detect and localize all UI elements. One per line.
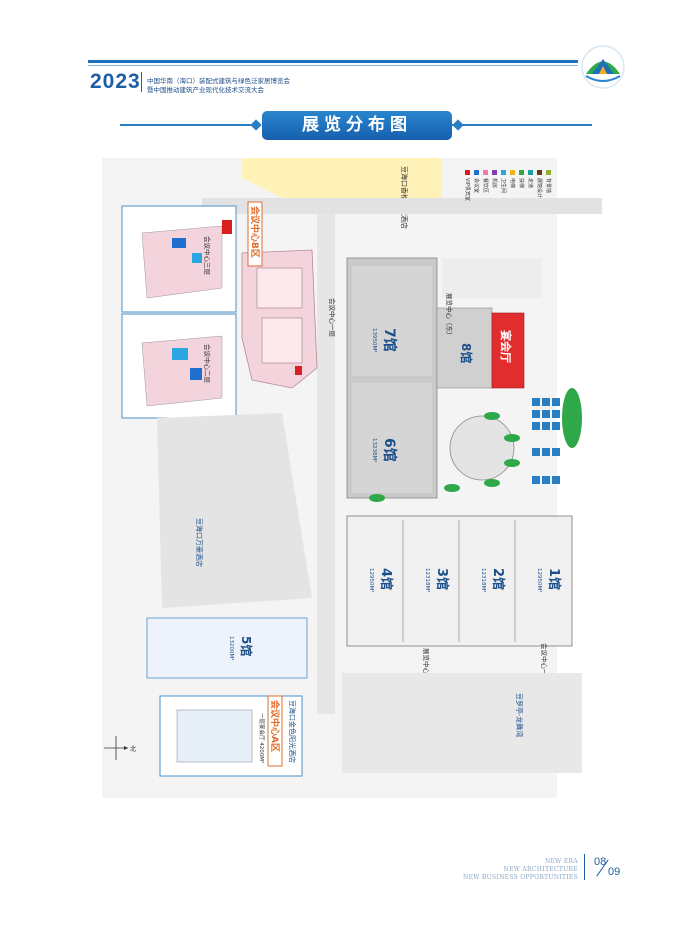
header-rule-thin [88,65,578,66]
legend-label: 扶梯 [518,178,525,188]
expo-logo-icon [581,45,625,89]
legend-swatch [492,170,497,175]
road-north [202,198,602,214]
compass-north-label: 北 [130,745,136,753]
expo-west-label: 展览中心（西） [422,648,431,694]
hall7-area: 13950M² [371,328,378,352]
hall7-label: 7馆 [381,328,398,352]
legend-swatch [501,170,506,175]
legend-label: 背景墙 [545,178,552,193]
hotel-xiangsheng-label: 豆海口香格里拉酒店 [400,166,409,229]
legend-swatch [474,170,479,175]
header-year: 2023 [90,70,141,93]
title-rule-right [452,124,592,126]
hotel-wanhao-label: 豆海口万豪酒店 [195,518,204,567]
legend-swatch [465,170,470,175]
page-title: 展览分布图 [262,111,452,140]
legend-swatch [519,170,524,175]
road-east [442,258,542,298]
legend-swatch [528,170,533,175]
hall5-floor [146,617,308,679]
banquet-label: 宴会厅 [499,330,513,363]
vip-marker [295,366,302,375]
legend-label: VIP贵宾室 [464,178,471,201]
outdoor-booths [532,398,560,484]
inset-floor3-label: 会议中心三层 [203,236,212,276]
meeting-b-label: 会议中心B区 [249,206,261,258]
hall4-label: 4馆 [378,568,394,590]
legend-label: 餐饮区 [482,178,489,193]
hall2-label: 2馆 [490,568,506,590]
plaza-label: 豆罗亭·龙舞湾 [515,693,524,737]
legend-swatch [483,170,488,175]
hall5-area: 13200M² [228,636,235,660]
road-center [317,214,335,714]
meeting-a-caption: 一层宴会厅 4200M² [258,713,266,763]
footer-slogan-2: NEW ARCHITECTURE [503,866,578,873]
header-rule [88,60,578,63]
header-subtitle-1: 中国华南（海口）装配式建筑与绿色泛家居博览会 [147,77,290,85]
hotel-jinse-label: 豆海口金色阳光酒店 [288,700,297,763]
hall1-label: 1馆 [546,568,562,590]
legend-swatch [510,170,515,175]
footer-separator [584,854,585,880]
hall6-area: 13238M² [371,438,378,462]
hall7-floor [352,266,432,376]
central-rotunda [449,415,515,481]
compass-icon: 北 [104,736,136,760]
title-rule-left [120,124,260,126]
hall-block-south [346,515,573,647]
expo-east-label: 展览中心（东） [445,293,454,339]
hall3-area: 12318M² [424,568,431,592]
map-legend: VIP贵宾室会议室餐饮区机房卫生间电梯扶梯走道展馆设计背景墙 [464,170,552,201]
legend-label: 展馆设计 [536,178,543,198]
exhibition-map: 豆海口香格里拉酒店 会议中心B区 会议中心一层 会议中心三层 会议中心二层 7馆… [102,158,630,798]
header-subtitle-2: 暨中国推动建筑产业现代化技术交流大会 [147,86,264,94]
legend-label: 卫生间 [500,178,507,193]
hall5-label: 5馆 [239,636,254,656]
south-plaza [342,673,582,773]
legend-label: 会议室 [473,178,480,193]
banquet-hall [491,312,525,389]
legend-label: 走道 [527,178,534,188]
footer-slogan-1: NEW ERA [544,858,578,865]
hall6-floor [352,383,432,493]
legend-swatch [546,170,551,175]
page-number-right: 09 [608,866,621,878]
footer-slogan-3: NEW BUSINESS OPPORTUNITIES [463,874,578,881]
legend-label: 电梯 [509,178,516,188]
inset-floor2-label: 会议中心二层 [203,344,212,384]
meeting-floor1-south-label: 会议中心一层 [540,643,549,683]
hall2-area: 12318M² [480,568,487,592]
hall8-label: 8馆 [459,343,474,363]
hotel-wanhao-area [157,413,312,608]
meeting-b-room [256,267,303,309]
header-separator [141,72,142,92]
hall4-area: 12950M² [368,568,375,592]
legend-swatch [537,170,542,175]
meeting-b-room-2 [261,317,303,364]
hall6-label: 6馆 [381,438,398,462]
hall1-area: 12950M² [536,568,543,592]
hall8-floor [436,307,493,389]
meeting-floor1-label: 会议中心一层 [328,298,337,338]
legend-label: 机房 [491,178,498,188]
meeting-a-label: 会议中心A区 [269,700,281,752]
hall3-label: 3馆 [434,568,450,590]
